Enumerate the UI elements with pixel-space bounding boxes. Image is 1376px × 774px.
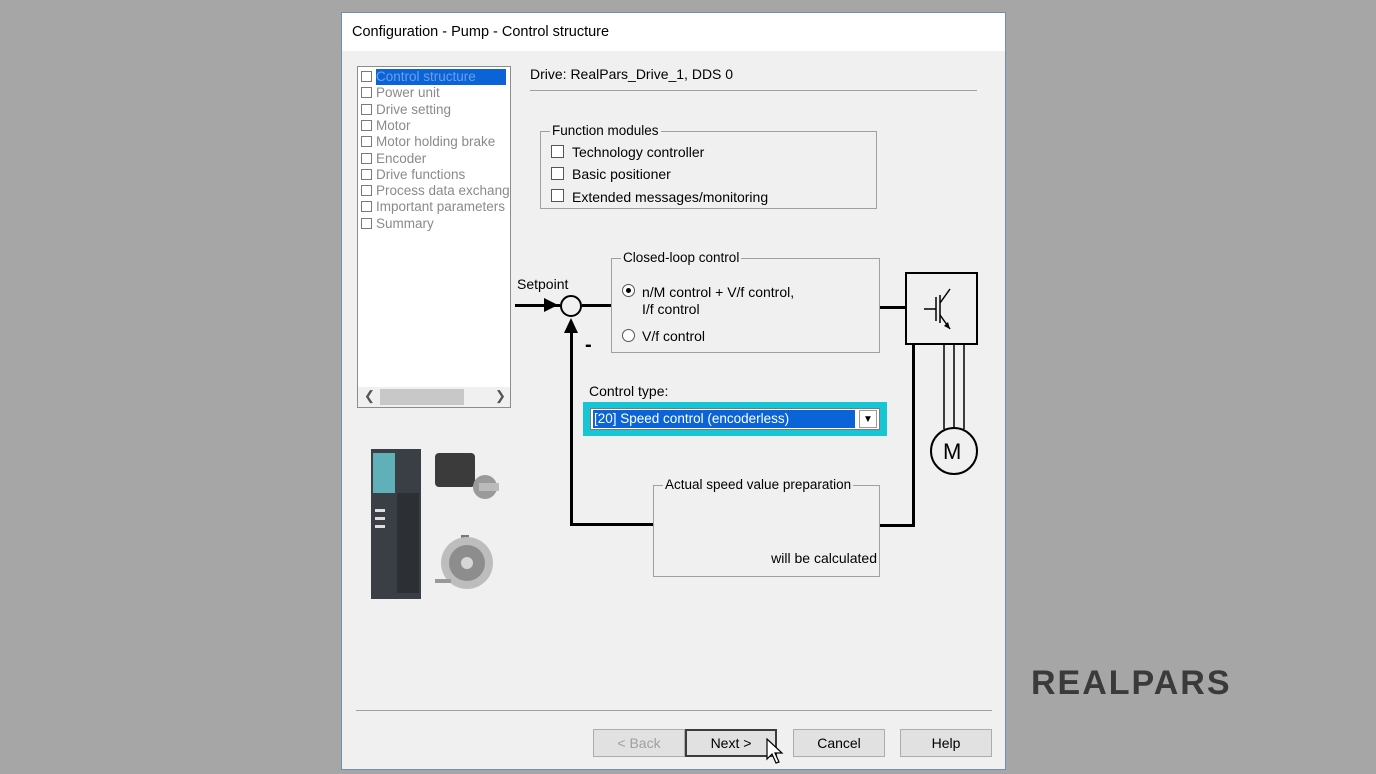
control-type-value: [20] Speed control (encoderless)	[592, 409, 856, 429]
tree-item[interactable]: Encoder	[358, 151, 510, 167]
drive-hardware-image	[371, 449, 499, 599]
configuration-dialog: Configuration - Pump - Control structure…	[341, 12, 1006, 770]
vf-control-radio[interactable]	[622, 329, 635, 342]
motor-feedback-line	[912, 343, 915, 527]
motor-to-speed-line	[880, 524, 915, 527]
actual-speed-group: Actual speed value preparation will be c…	[653, 477, 880, 577]
tree-item[interactable]: Motor	[358, 118, 510, 134]
nm-vf-control-label-line2: I/f control	[642, 301, 700, 317]
control-type-dropdown[interactable]: [20] Speed control (encoderless) ▼	[590, 408, 880, 430]
next-button[interactable]: Next >	[685, 729, 777, 757]
tree-item-checkbox[interactable]	[361, 185, 372, 197]
scroll-right-icon[interactable]: ❯	[495, 388, 506, 403]
tree-item-label: Summary	[376, 215, 434, 231]
tree-item-checkbox[interactable]	[361, 136, 372, 148]
tree-item-checkbox[interactable]	[361, 119, 372, 131]
closed-loop-control-group: Closed-loop control n/M control + V/f co…	[611, 250, 880, 353]
feedback-horizontal-line	[570, 523, 654, 526]
extended-messages-label: Extended messages/monitoring	[572, 189, 769, 205]
nm-vf-control-radio[interactable]	[622, 284, 635, 297]
tree-item-checkbox[interactable]	[361, 152, 372, 164]
tree-item-label: Encoder	[376, 150, 427, 166]
tree-item[interactable]: Drive setting	[358, 102, 510, 118]
tree-item-label: Motor holding brake	[376, 134, 496, 150]
vf-control-label: V/f control	[642, 328, 706, 344]
tree-item[interactable]: Motor holding brake	[358, 134, 510, 150]
realpars-logo: REALPARS	[1031, 664, 1232, 702]
help-button[interactable]: Help	[900, 729, 992, 757]
tree-item-checkbox[interactable]	[361, 87, 372, 99]
tree-item-label: Motor	[376, 117, 411, 133]
footer-separator	[356, 710, 992, 711]
tree-item-checkbox[interactable]	[361, 103, 372, 115]
tree-item[interactable]: Power unit	[358, 85, 510, 101]
feedback-arrow-icon	[564, 318, 578, 333]
tree-item[interactable]: Summary	[358, 216, 510, 232]
dropdown-arrow-icon[interactable]: ▼	[859, 410, 877, 428]
closed-loop-control-title: Closed-loop control	[621, 250, 742, 265]
summing-junction	[544, 295, 582, 317]
junction-to-control-line	[582, 304, 612, 307]
tree-item[interactable]: Important parameters	[358, 199, 510, 215]
function-modules-title: Function modules	[550, 123, 661, 138]
window-title: Configuration - Pump - Control structure	[352, 24, 610, 40]
tree-item-label: Power unit	[376, 85, 440, 101]
tree-item-checkbox[interactable]	[361, 217, 372, 229]
nm-vf-control-label-line1: n/M control + V/f control,	[642, 284, 795, 300]
setpoint-line	[515, 304, 560, 307]
cancel-button[interactable]: Cancel	[793, 729, 885, 757]
setpoint-label: Setpoint	[517, 276, 569, 292]
back-button[interactable]: < Back	[593, 729, 685, 757]
control-type-label: Control type:	[589, 383, 669, 399]
tree-item[interactable]: Process data exchang	[358, 183, 510, 199]
mouse-cursor-icon	[766, 738, 784, 764]
actual-speed-title: Actual speed value preparation	[663, 477, 854, 492]
inverter-motor-diagram	[905, 272, 978, 475]
tree-item-checkbox[interactable]	[361, 71, 372, 82]
scroll-left-icon[interactable]: ❮	[364, 388, 375, 403]
tree-item[interactable]: Drive functions	[358, 167, 510, 183]
actual-speed-note: will be calculated	[771, 550, 877, 566]
technology-controller-checkbox[interactable]	[551, 145, 564, 158]
control-to-inverter-line	[880, 306, 906, 309]
tree-item-label: Drive setting	[376, 101, 452, 117]
tree-item-checkbox[interactable]	[361, 201, 372, 213]
tree-item-label: Process data exchang	[376, 183, 510, 199]
motor-symbol: M	[943, 439, 962, 464]
feedback-minus-sign: -	[585, 334, 592, 356]
scrollbar-thumb[interactable]	[380, 389, 464, 405]
tree-item-label: Drive functions	[376, 166, 466, 182]
technology-controller-label: Technology controller	[572, 144, 705, 160]
title-bar: Configuration - Pump - Control structure	[342, 13, 1005, 51]
drive-label: Drive: RealPars_Drive_1, DDS 0	[530, 66, 734, 82]
extended-messages-checkbox[interactable]	[551, 189, 564, 202]
horizontal-scrollbar[interactable]: ❮ ❯	[358, 387, 510, 407]
tree-item-label: Important parameters	[376, 199, 506, 215]
header-separator	[530, 90, 977, 91]
feedback-vertical-line	[570, 331, 573, 526]
function-modules-group: Function modules Technology controller B…	[540, 123, 877, 209]
tree-item-checkbox[interactable]	[361, 168, 372, 180]
tree-item[interactable]: Control structure	[358, 69, 510, 85]
basic-positioner-checkbox[interactable]	[551, 167, 564, 180]
basic-positioner-label: Basic positioner	[572, 166, 671, 182]
tree-item-label: Control structure	[376, 69, 506, 85]
